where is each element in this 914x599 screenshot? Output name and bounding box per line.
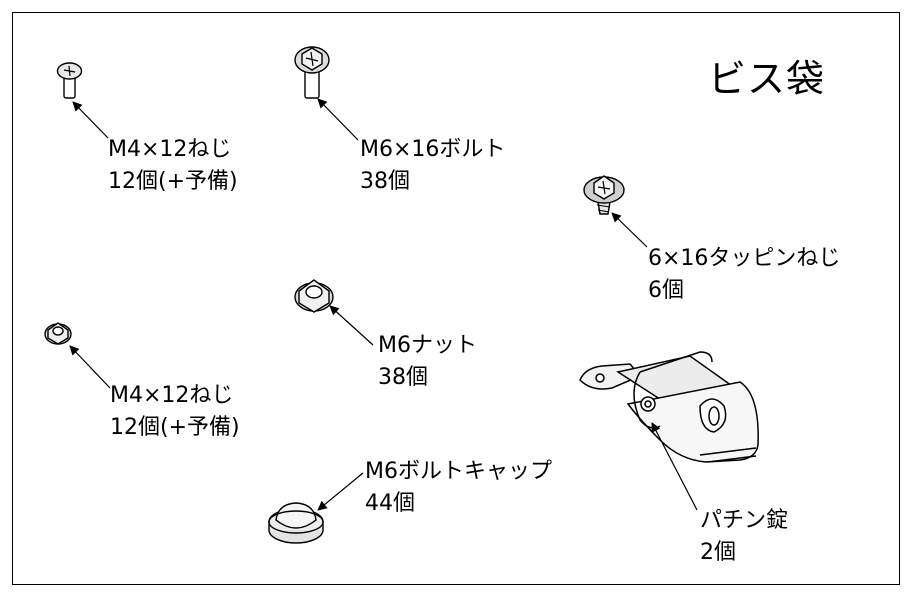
m4-screw-icon (56, 62, 83, 99)
label-m6-nut: M6ナット 38個 (378, 330, 477, 394)
m6-nut-icon (294, 279, 334, 313)
part-qty: 38個 (360, 169, 410, 194)
part-qty: 12個(+予備) (108, 169, 238, 194)
part-qty: 2個 (700, 540, 736, 565)
part-qty: 12個(+予備) (110, 415, 240, 440)
label-m6-bolt: M6×16ボルト 38個 (360, 134, 505, 198)
label-draw-latch: パチン錠 2個 (700, 505, 788, 569)
part-name: M4×12ねじ (110, 383, 234, 408)
m6-bolt-icon (294, 46, 330, 99)
part-qty: 6個 (648, 278, 684, 303)
part-name: 6×16タッピンねじ (648, 246, 841, 271)
label-m4-screw-top: M4×12ねじ 12個(+予備) (108, 134, 238, 198)
label-bolt-cap: M6ボルトキャップ 44個 (365, 456, 552, 520)
part-name: M6ボルトキャップ (365, 459, 552, 484)
sheet-frame (12, 12, 900, 585)
bolt-cap-icon (268, 502, 324, 544)
part-name: M4×12ねじ (108, 137, 232, 162)
draw-latch-icon (579, 351, 759, 463)
label-m4-screw-bottom: M4×12ねじ 12個(+予備) (110, 380, 240, 444)
part-name: M6ナット (378, 333, 477, 358)
part-name: M6×16ボルト (360, 137, 506, 162)
sheet-title: ビス袋 (708, 57, 826, 101)
leader-lines (69, 98, 698, 511)
part-name: パチン錠 (700, 508, 789, 533)
m4-nut-icon (44, 322, 72, 345)
part-qty: 44個 (365, 491, 415, 516)
tapping-screw-icon (583, 175, 625, 215)
label-tapping-screw: 6×16タッピンねじ 6個 (648, 243, 840, 307)
part-qty: 38個 (378, 365, 428, 390)
